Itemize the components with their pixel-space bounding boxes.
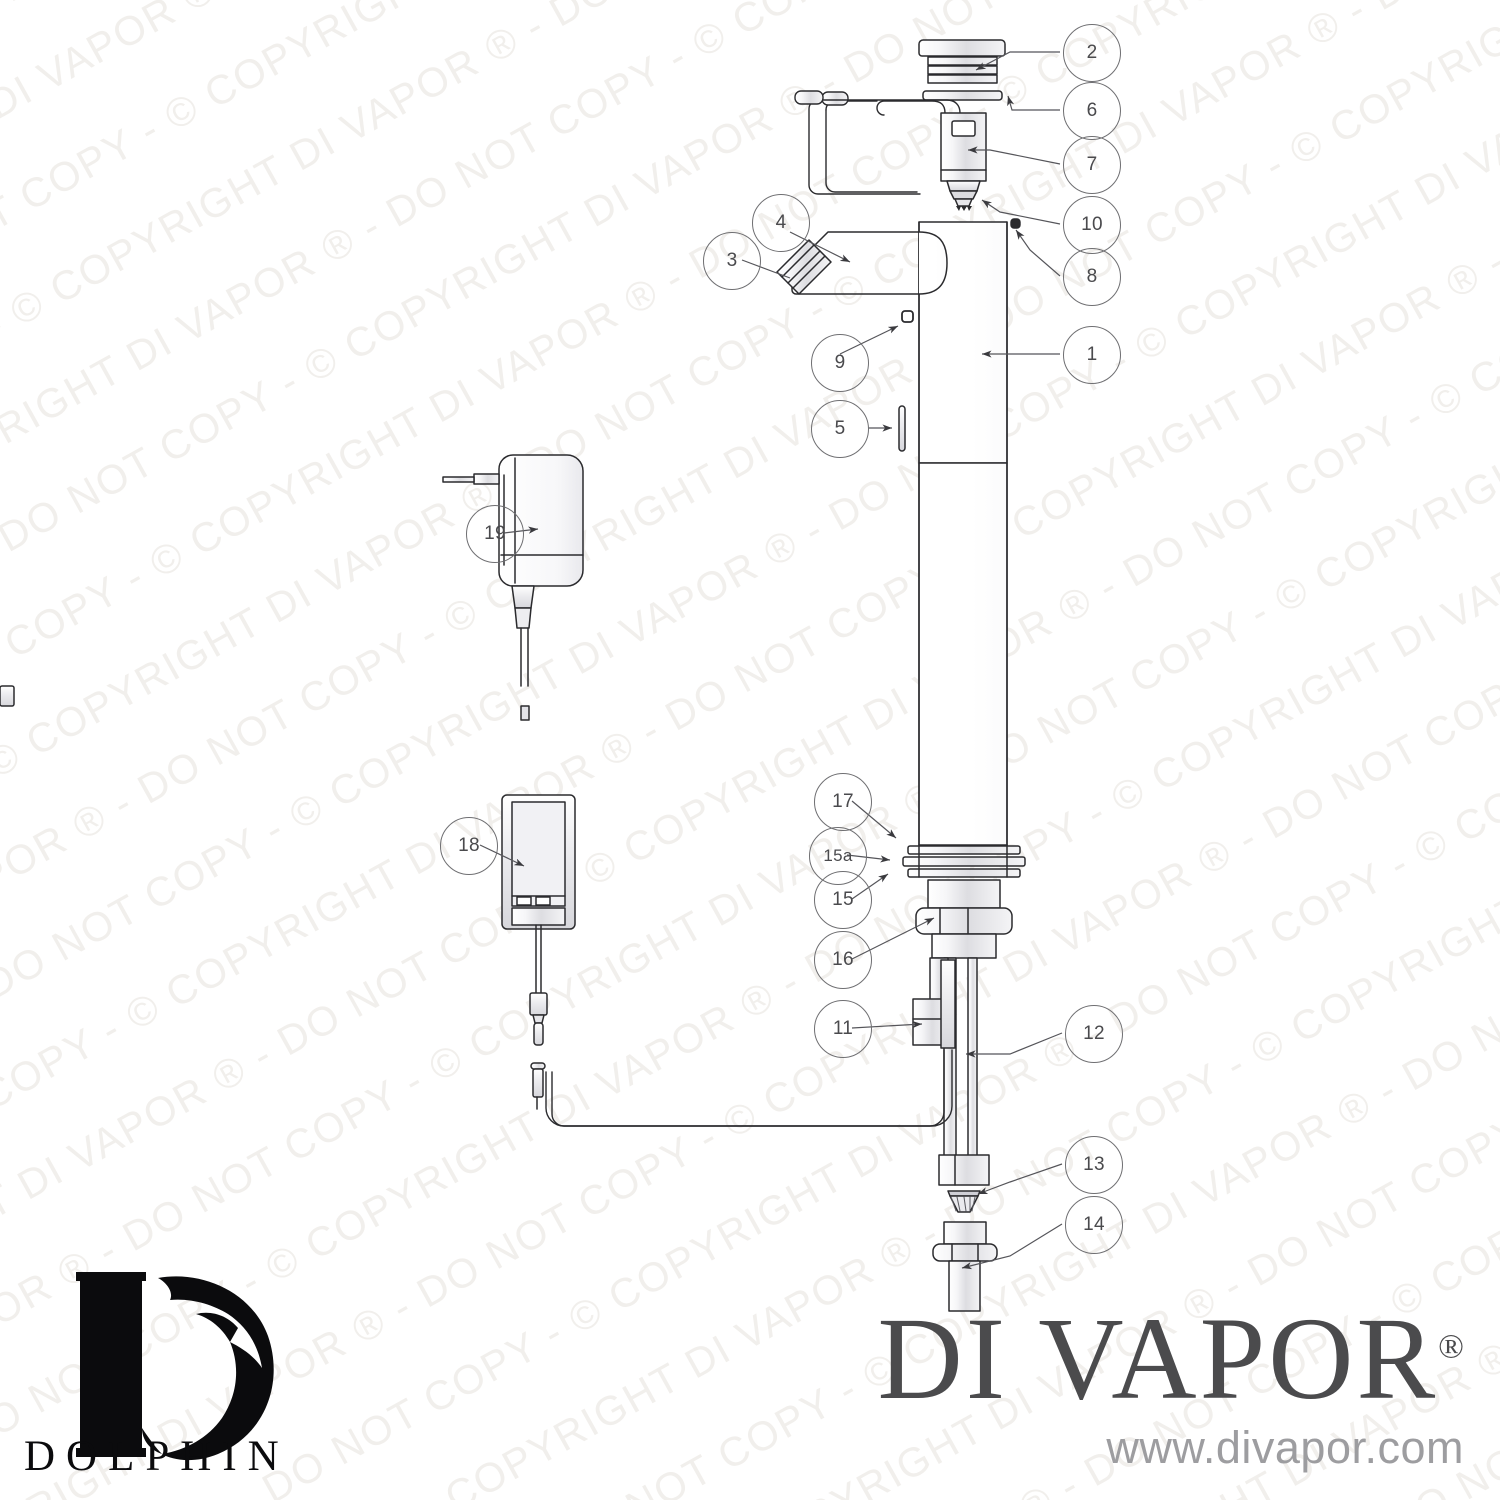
- divapor-url: www.divapor.com: [1106, 1422, 1464, 1473]
- callout-9[interactable]: 9: [811, 334, 869, 392]
- part-fixing-nut: [915, 879, 1013, 959]
- part-rubber-gasket: [907, 845, 1021, 855]
- callout-13[interactable]: 13: [1065, 1136, 1123, 1194]
- part-washer-upper: [922, 90, 1003, 101]
- callout-16[interactable]: 16: [814, 931, 872, 989]
- sensor-plug-lower: [530, 1062, 546, 1070]
- part-cone-washer: [947, 1190, 981, 1213]
- dolphin-logo: [76, 1272, 274, 1461]
- part-sensor-window: [898, 405, 906, 452]
- callout-1[interactable]: 1: [1063, 326, 1121, 384]
- solenoid-wiring: [794, 90, 961, 195]
- part-cable-clamp: [912, 957, 956, 1049]
- bottom-fittings: [932, 1154, 998, 1312]
- callout-5[interactable]: 5: [811, 400, 869, 458]
- divapor-wordmark: DI VAPOR®: [764, 1300, 1465, 1418]
- callout-11[interactable]: 11: [814, 1000, 872, 1058]
- lower-nut: [938, 1154, 990, 1186]
- callout-6[interactable]: 6: [1063, 82, 1121, 140]
- part-grub-screw-upper: [1010, 218, 1021, 229]
- callout-12[interactable]: 12: [1065, 1005, 1123, 1063]
- part-tap-body: [776, 218, 1021, 846]
- registered-mark: ®: [1438, 1328, 1464, 1366]
- dolphin-wordmark: DOLPHIN: [24, 1433, 290, 1480]
- part-control-box-sensor: [501, 794, 576, 1110]
- part-supply-hose-nut: [932, 1221, 998, 1312]
- callout-2[interactable]: 2: [1063, 24, 1121, 82]
- sensor-cable-run: [545, 1049, 953, 1127]
- sensor-plug-upper: [529, 992, 548, 1016]
- callout-8[interactable]: 8: [1063, 248, 1121, 306]
- callout-15[interactable]: 15: [814, 871, 872, 929]
- part-spout-sleeve: [776, 239, 832, 295]
- callout-3[interactable]: 3: [703, 232, 761, 290]
- callout-7[interactable]: 7: [1063, 136, 1121, 194]
- part-solenoid-valve: [940, 112, 987, 211]
- divapor-brand: DI VAPOR® www.divapor.com: [764, 1300, 1465, 1474]
- callout-19[interactable]: 19: [466, 505, 524, 563]
- callout-18[interactable]: 18: [440, 817, 498, 875]
- washer-stack: [902, 844, 1026, 878]
- divapor-text: DI VAPOR: [877, 1293, 1439, 1424]
- callout-4[interactable]: 4: [752, 194, 810, 252]
- part-metal-washer: [907, 868, 1021, 878]
- part-valve-seat: [946, 180, 981, 211]
- callout-10[interactable]: 10: [1063, 196, 1121, 254]
- callout-17[interactable]: 17: [814, 773, 872, 831]
- callout-14[interactable]: 14: [1065, 1196, 1123, 1254]
- part-metal-washer-a: [902, 856, 1026, 867]
- part-grub-screw-lower: [901, 310, 914, 323]
- part-power-adapter: [0, 454, 584, 721]
